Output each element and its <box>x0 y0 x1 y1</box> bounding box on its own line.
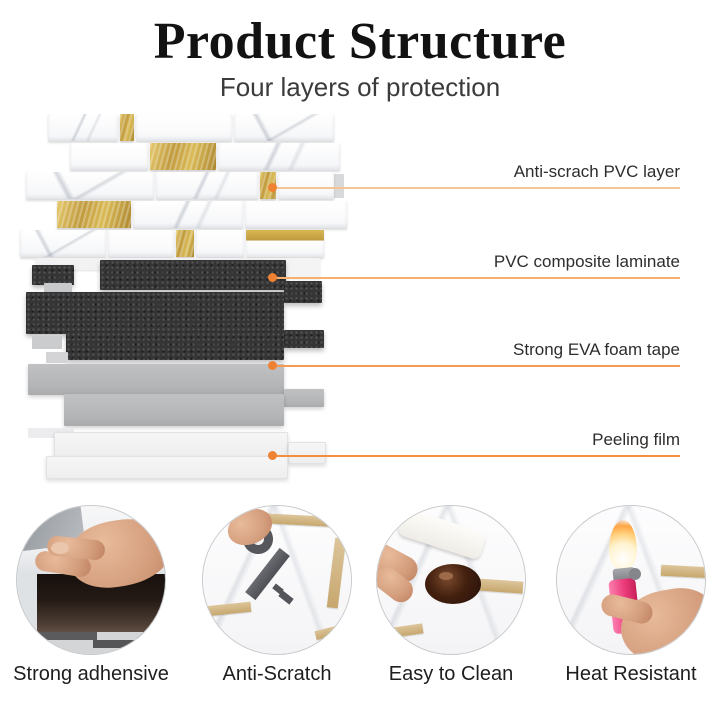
marble-tile-gold-edge <box>246 230 324 257</box>
tile-row <box>70 143 340 170</box>
callout-dot <box>268 273 277 282</box>
tile-row <box>57 201 347 228</box>
tile-row <box>26 172 334 199</box>
gold-accent-strip <box>120 114 134 141</box>
flame <box>609 520 637 570</box>
marble-tile <box>156 172 258 199</box>
callout-line <box>272 455 680 457</box>
feature-caption: Heat Resistant <box>565 663 697 685</box>
marble-tile <box>70 143 148 170</box>
marble-tile <box>234 114 334 141</box>
backing-underlay-tab <box>46 352 68 363</box>
panel-foam-edge-strip <box>25 632 97 640</box>
backing-layer-tab <box>284 389 324 407</box>
marble-tile <box>108 230 174 257</box>
feature-strong-adhesive: Strong adhensive <box>13 505 169 686</box>
gold-accent-strip <box>176 230 194 257</box>
marble-tile <box>136 114 232 141</box>
foam-underlay-tab <box>32 336 62 349</box>
feature-heat-resistant: Heat Resistant <box>556 505 706 686</box>
layer-label-peeling-film: Peeling film <box>592 430 680 449</box>
marble-tile <box>245 201 347 228</box>
marble-tile <box>133 201 243 228</box>
backing-layer <box>28 364 284 395</box>
callout-dot <box>268 361 277 370</box>
marble-tile <box>196 230 244 257</box>
gold-accent-strip <box>150 143 216 170</box>
film-underlay-tab <box>28 428 74 438</box>
key-scratch-test-photo <box>202 505 352 655</box>
feature-caption: Easy to Clean <box>388 663 514 685</box>
lighter-flame-test-photo <box>556 505 706 655</box>
feature-easy-to-clean: Easy to Clean <box>376 505 526 686</box>
eva-foam-layer <box>66 332 284 360</box>
feature-anti-scratch: Anti-Scratch <box>202 505 352 686</box>
marble-tile <box>20 230 106 257</box>
stain-blob <box>425 564 481 604</box>
callout-line <box>272 187 680 189</box>
callout-dot <box>268 451 277 460</box>
peeling-film-tab <box>288 442 326 464</box>
stain-highlight <box>439 572 453 580</box>
eva-foam-tab <box>32 265 74 285</box>
tile-row <box>48 114 334 141</box>
feature-caption: Anti-Scratch <box>222 663 332 685</box>
tile-row <box>20 230 324 257</box>
layer-label-anti-scratch: Anti-scrach PVC layer <box>513 162 680 181</box>
eva-foam-tab <box>284 330 324 348</box>
eva-foam-layer <box>100 260 286 290</box>
lighter-spark-wheel <box>629 568 641 580</box>
feature-caption: Strong adhensive <box>13 663 169 685</box>
eva-foam-tab <box>284 281 322 303</box>
panel-foam-edge-strip <box>93 640 155 648</box>
eva-foam-layer <box>26 292 284 334</box>
callout-line <box>272 365 680 367</box>
layer-label-laminate: PVC composite laminate <box>493 252 680 271</box>
callout-line <box>272 277 680 279</box>
marble-tile <box>218 143 340 170</box>
marble-tile <box>48 114 118 141</box>
peeling-film-layer <box>46 456 288 479</box>
wiping-stain-photo <box>376 505 526 655</box>
page-subtitle: Four layers of protection <box>219 72 501 102</box>
peeling-film-layer <box>54 432 288 457</box>
hand-pressing-panel-photo <box>16 505 166 655</box>
gold-accent-strip <box>57 201 131 228</box>
backing-layer <box>64 394 284 426</box>
fingernail <box>51 542 69 554</box>
layer-label-foam-tape: Strong EVA foam tape <box>513 340 680 359</box>
callout-dot <box>268 183 277 192</box>
marble-tile <box>278 172 334 199</box>
page-title: Product Structure <box>153 13 567 70</box>
marble-tile <box>26 172 154 199</box>
